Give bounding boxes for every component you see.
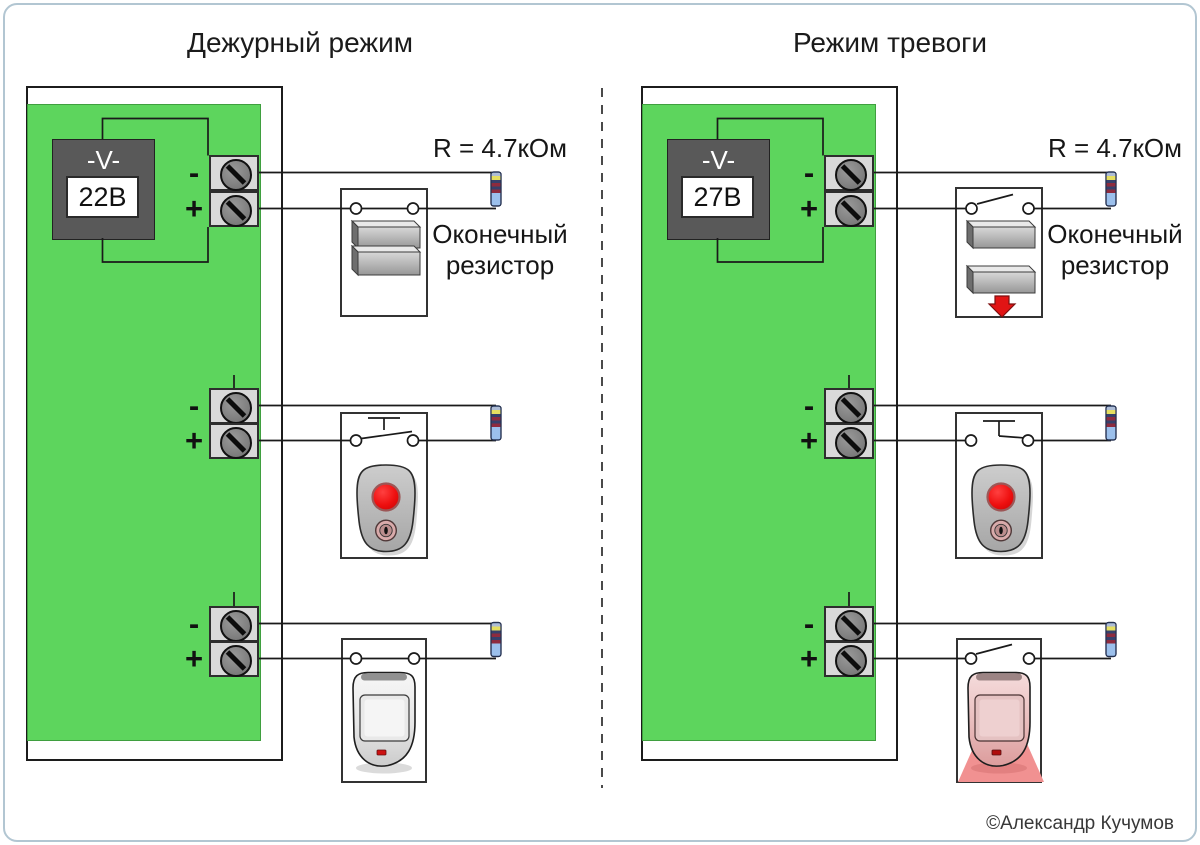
power-supply-label: -V- — [86, 145, 121, 175]
title-standby-mode: Дежурный режим — [187, 27, 413, 58]
eol-resistor-label: Оконечный резистор — [420, 219, 580, 281]
terminal-block — [824, 155, 874, 191]
door-contact-box-open — [955, 187, 1043, 318]
terminal-block — [824, 641, 874, 677]
polarity-plus-label: + — [799, 423, 819, 458]
eol-resistor-label-line2: резистор — [1060, 250, 1170, 280]
power-supply-label: -V- — [701, 145, 736, 175]
terminal-block — [209, 191, 259, 227]
polarity-plus-label: + — [184, 191, 204, 226]
terminal-block — [209, 641, 259, 677]
voltage-value-left: 22В — [66, 176, 139, 218]
terminal-screw-icon — [220, 392, 252, 424]
terminal-screw-icon — [835, 195, 867, 227]
power-supply-right: -V- 27В — [667, 139, 770, 240]
terminal-block — [209, 423, 259, 459]
terminal-block — [824, 191, 874, 227]
eol-resistor-label-line2: резистор — [445, 250, 555, 280]
terminal-screw-icon — [835, 427, 867, 459]
terminal-block — [209, 606, 259, 642]
page-frame-border — [3, 3, 1197, 842]
eol-resistor-label: Оконечный резистор — [1035, 219, 1195, 281]
terminal-screw-icon — [220, 610, 252, 642]
panic-button-box-pressed — [955, 412, 1043, 559]
mode-divider-dashed-line — [601, 88, 603, 788]
polarity-minus-label: - — [188, 606, 200, 641]
terminal-screw-icon — [220, 159, 252, 191]
terminal-block — [209, 388, 259, 424]
pir-sensor-box-normal — [341, 638, 427, 783]
terminal-screw-icon — [220, 427, 252, 459]
power-supply-left: -V- 22В — [52, 139, 155, 240]
terminal-screw-icon — [220, 195, 252, 227]
terminal-screw-icon — [220, 645, 252, 677]
terminal-block — [824, 606, 874, 642]
polarity-minus-label: - — [803, 388, 815, 423]
eol-resistor-label-line1: Оконечный — [1047, 219, 1183, 249]
resistor-value-label: R = 4.7кОм — [432, 133, 568, 163]
polarity-plus-label: + — [184, 423, 204, 458]
door-contact-box-closed — [340, 188, 428, 317]
resistor-value-label: R = 4.7кОм — [1047, 133, 1183, 163]
polarity-plus-label: + — [799, 191, 819, 226]
polarity-minus-label: - — [803, 606, 815, 641]
polarity-minus-label: - — [188, 155, 200, 190]
polarity-minus-label: - — [188, 388, 200, 423]
terminal-block — [209, 155, 259, 191]
polarity-plus-label: + — [799, 641, 819, 676]
terminal-screw-icon — [835, 610, 867, 642]
author-signature: ©Александр Кучумов — [986, 813, 1174, 834]
terminal-block — [824, 423, 874, 459]
terminal-screw-icon — [835, 645, 867, 677]
voltage-value-right: 27В — [681, 176, 754, 218]
terminal-screw-icon — [835, 392, 867, 424]
terminal-block — [824, 388, 874, 424]
panic-button-box-normal — [340, 412, 428, 559]
polarity-minus-label: - — [803, 155, 815, 190]
title-alarm-mode: Режим тревоги — [792, 27, 988, 58]
pir-sensor-box-triggered — [956, 638, 1042, 783]
terminal-screw-icon — [835, 159, 867, 191]
eol-resistor-label-line1: Оконечный — [432, 219, 568, 249]
polarity-plus-label: + — [184, 641, 204, 676]
